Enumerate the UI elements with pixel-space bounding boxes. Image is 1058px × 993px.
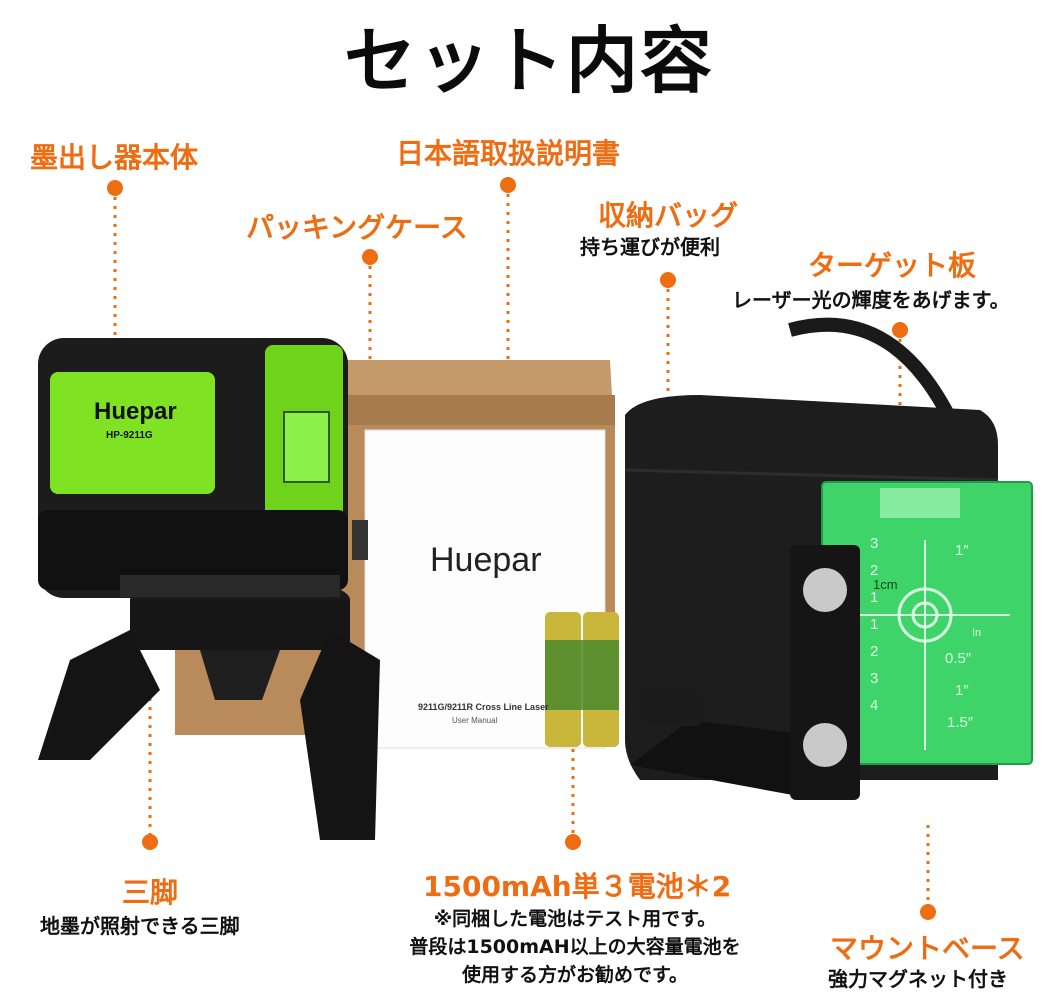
label-unit: 墨出し器本体 (30, 141, 199, 174)
product-brand: Huepar (94, 398, 177, 425)
manual-brand: Huepar (430, 541, 542, 579)
mount-base (630, 545, 860, 800)
label-tripod: 三脚 (122, 876, 179, 909)
label-target-sub: レーザー光の輝度をあげます。 (732, 288, 1010, 312)
target-cm-label: 1cm (873, 577, 898, 592)
leader-dots (107, 177, 936, 920)
label-mount-sub: 強力マグネット付き (828, 967, 1008, 991)
label-mount: マウントベース (830, 932, 1025, 965)
laser-unit (38, 338, 348, 598)
battery-note-2: 普段は1500mAH以上の大容量電池を (409, 936, 741, 958)
label-bag-sub: 持ち運びが便利 (580, 235, 720, 259)
label-tripod-sub: 地墨が照射できる三脚 (40, 914, 240, 938)
battery-note-1: ※同梱した電池はテスト用です。 (433, 908, 717, 930)
manual-title: 9211G/9211R Cross Line Laser (418, 702, 549, 712)
label-bag: 収納バッグ (598, 199, 739, 232)
battery-note-3: 使用する方がお勧めです。 (461, 964, 689, 986)
label-manual: 日本語取扱説明書 (396, 137, 621, 170)
batteries (545, 612, 619, 747)
target-plate (821, 481, 1033, 765)
page-title: セット内容 (343, 19, 714, 103)
product-model: HP-9211G (106, 430, 153, 441)
label-target: ターゲット板 (808, 249, 977, 282)
label-case: パッキングケース (246, 211, 468, 244)
target-in-label: In (972, 627, 982, 639)
manual-subtitle: User Manual (452, 716, 498, 725)
label-battery: 1500mAh単３電池＊2 (423, 870, 732, 903)
target-left-scale: 3 2 1 1 2 3 4 (870, 535, 879, 714)
